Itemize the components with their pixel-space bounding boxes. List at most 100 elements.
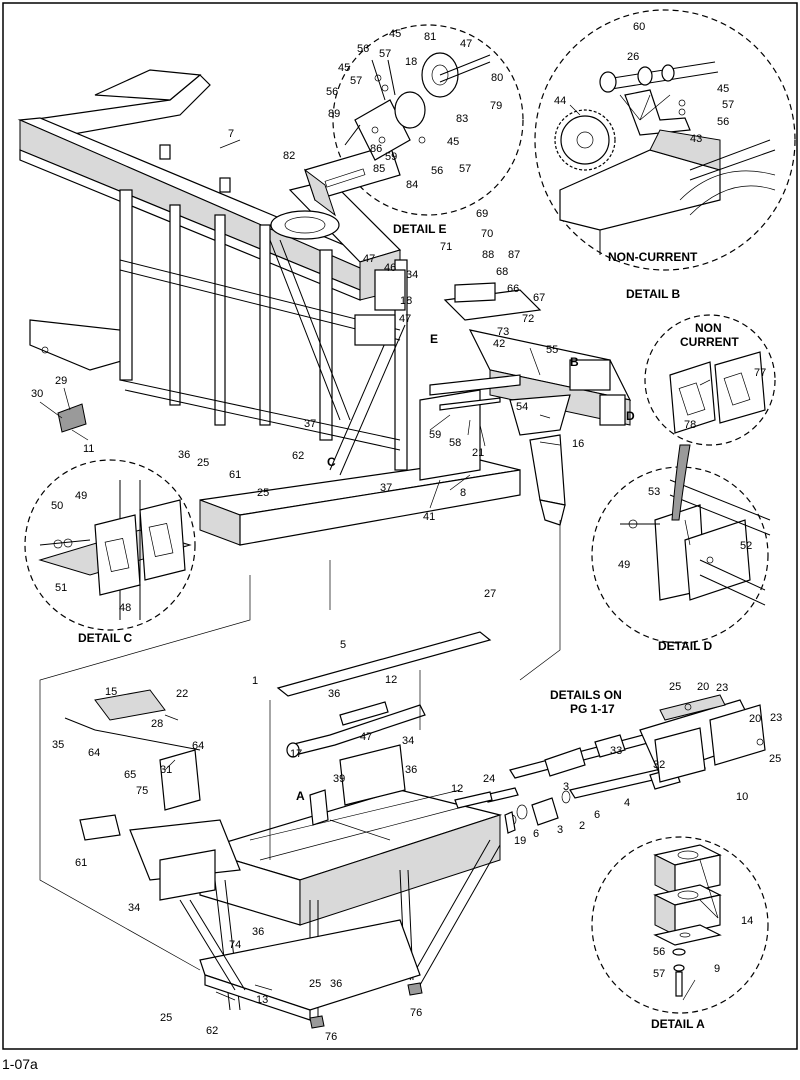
- part-label: 61: [229, 469, 241, 481]
- part-label: 36: [252, 926, 264, 938]
- part-label: 61: [75, 857, 87, 869]
- part-label: 71: [440, 241, 452, 253]
- part-label: 21: [472, 447, 484, 459]
- part-label: 80: [491, 72, 503, 84]
- part-label: 35: [52, 739, 64, 751]
- view-letter-e: E: [430, 332, 438, 346]
- part-label: 14: [741, 915, 753, 927]
- part-label: 67: [533, 292, 545, 304]
- part-label: 87: [508, 249, 520, 261]
- part-label: 62: [206, 1025, 218, 1037]
- part-label: 25: [160, 1012, 172, 1024]
- part-label: 34: [402, 735, 414, 747]
- part-label: 20: [749, 713, 761, 725]
- part-label: 32: [653, 759, 665, 771]
- part-label: 8: [460, 487, 466, 499]
- part-label: 43: [690, 133, 702, 145]
- part-label: 10: [736, 791, 748, 803]
- part-label: 76: [325, 1031, 337, 1043]
- part-label: 56: [326, 86, 338, 98]
- non-current-b-note: NON-CURRENT: [608, 250, 698, 264]
- part-label: 78: [684, 419, 696, 431]
- part-label: 42: [493, 338, 505, 350]
- part-label: 54: [516, 401, 528, 413]
- part-label: 18: [405, 56, 417, 68]
- part-label: 55: [546, 344, 558, 356]
- part-label: 56: [717, 116, 729, 128]
- part-label: 12: [385, 674, 397, 686]
- part-label: 50: [51, 500, 63, 512]
- part-label: 23: [716, 682, 728, 694]
- part-label: 85: [373, 163, 385, 175]
- part-label: 77: [754, 367, 766, 379]
- bracket-11: [57, 403, 87, 433]
- part-label: 83: [456, 113, 468, 125]
- part-label: 65: [124, 769, 136, 781]
- part-label: 46: [384, 262, 396, 274]
- figure-id: 1-07a: [2, 1056, 38, 1072]
- part-label: 27: [484, 588, 496, 600]
- part-label: 17: [290, 748, 302, 760]
- part-label: 25: [669, 681, 681, 693]
- part-label: 48: [119, 602, 131, 614]
- part-labels: 7 8 11 30 29 47 46 34 18 47 69 70 71 88 …: [31, 21, 782, 1043]
- part-label: 4: [624, 797, 630, 809]
- part-label: 9: [714, 963, 720, 975]
- part-label: 57: [722, 99, 734, 111]
- part-label: 59: [429, 429, 441, 441]
- part-label: 45: [717, 83, 729, 95]
- part-label: 28: [151, 718, 163, 730]
- part-label: 56: [653, 946, 665, 958]
- part-label: 53: [648, 486, 660, 498]
- part-label: 51: [55, 582, 67, 594]
- bracket-10: [639, 694, 766, 783]
- detail-b: [534, 9, 796, 271]
- view-letter-b: B: [570, 355, 579, 369]
- detail-a: [591, 836, 769, 1014]
- part-label: 58: [449, 437, 461, 449]
- part-label: 24: [483, 773, 495, 785]
- part-label: 72: [522, 313, 534, 325]
- part-label: 19: [514, 835, 526, 847]
- lower-sub-frame: [64, 631, 503, 1029]
- part-label: 3: [563, 781, 569, 793]
- part-label: 52: [740, 540, 752, 552]
- part-label: 45: [447, 136, 459, 148]
- part-label: 15: [105, 686, 117, 698]
- non-current-d-note-1: NON: [695, 321, 722, 335]
- detail-c: [24, 459, 196, 631]
- detail-titles: DETAIL E DETAIL B DETAIL C DETAIL D DETA…: [78, 222, 739, 1031]
- part-label: 16: [572, 438, 584, 450]
- view-letter-a: A: [296, 789, 305, 803]
- part-label: 37: [380, 482, 392, 494]
- detail-b-title: DETAIL B: [626, 287, 681, 301]
- part-label: 49: [75, 490, 87, 502]
- part-label: 39: [333, 773, 345, 785]
- part-label: 79: [490, 100, 502, 112]
- part-label: 57: [379, 48, 391, 60]
- part-label: 82: [283, 150, 295, 162]
- part-label: 34: [128, 902, 140, 914]
- view-letter-c: C: [327, 455, 336, 469]
- detail-d: [591, 466, 771, 644]
- page-border: [2, 2, 798, 1050]
- part-label: 66: [507, 283, 519, 295]
- part-label: 29: [55, 375, 67, 387]
- view-letters: A B C D E: [296, 332, 635, 803]
- view-letter-d: D: [626, 409, 635, 423]
- part-label: 23: [770, 712, 782, 724]
- part-label: 7: [228, 128, 234, 140]
- detail-c-title: DETAIL C: [78, 631, 133, 645]
- part-label: 20: [697, 681, 709, 693]
- part-label: 56: [357, 43, 369, 55]
- part-label: 12: [451, 783, 463, 795]
- part-label: 59: [385, 151, 397, 163]
- part-label: 70: [481, 228, 493, 240]
- leader-lines: [39, 94, 719, 1001]
- detail-a-title: DETAIL A: [651, 1017, 705, 1031]
- part-label: 36: [178, 449, 190, 461]
- part-label: 69: [476, 208, 488, 220]
- part-label: 6: [533, 828, 539, 840]
- part-label: 11: [83, 443, 94, 455]
- part-label: 2: [579, 820, 585, 832]
